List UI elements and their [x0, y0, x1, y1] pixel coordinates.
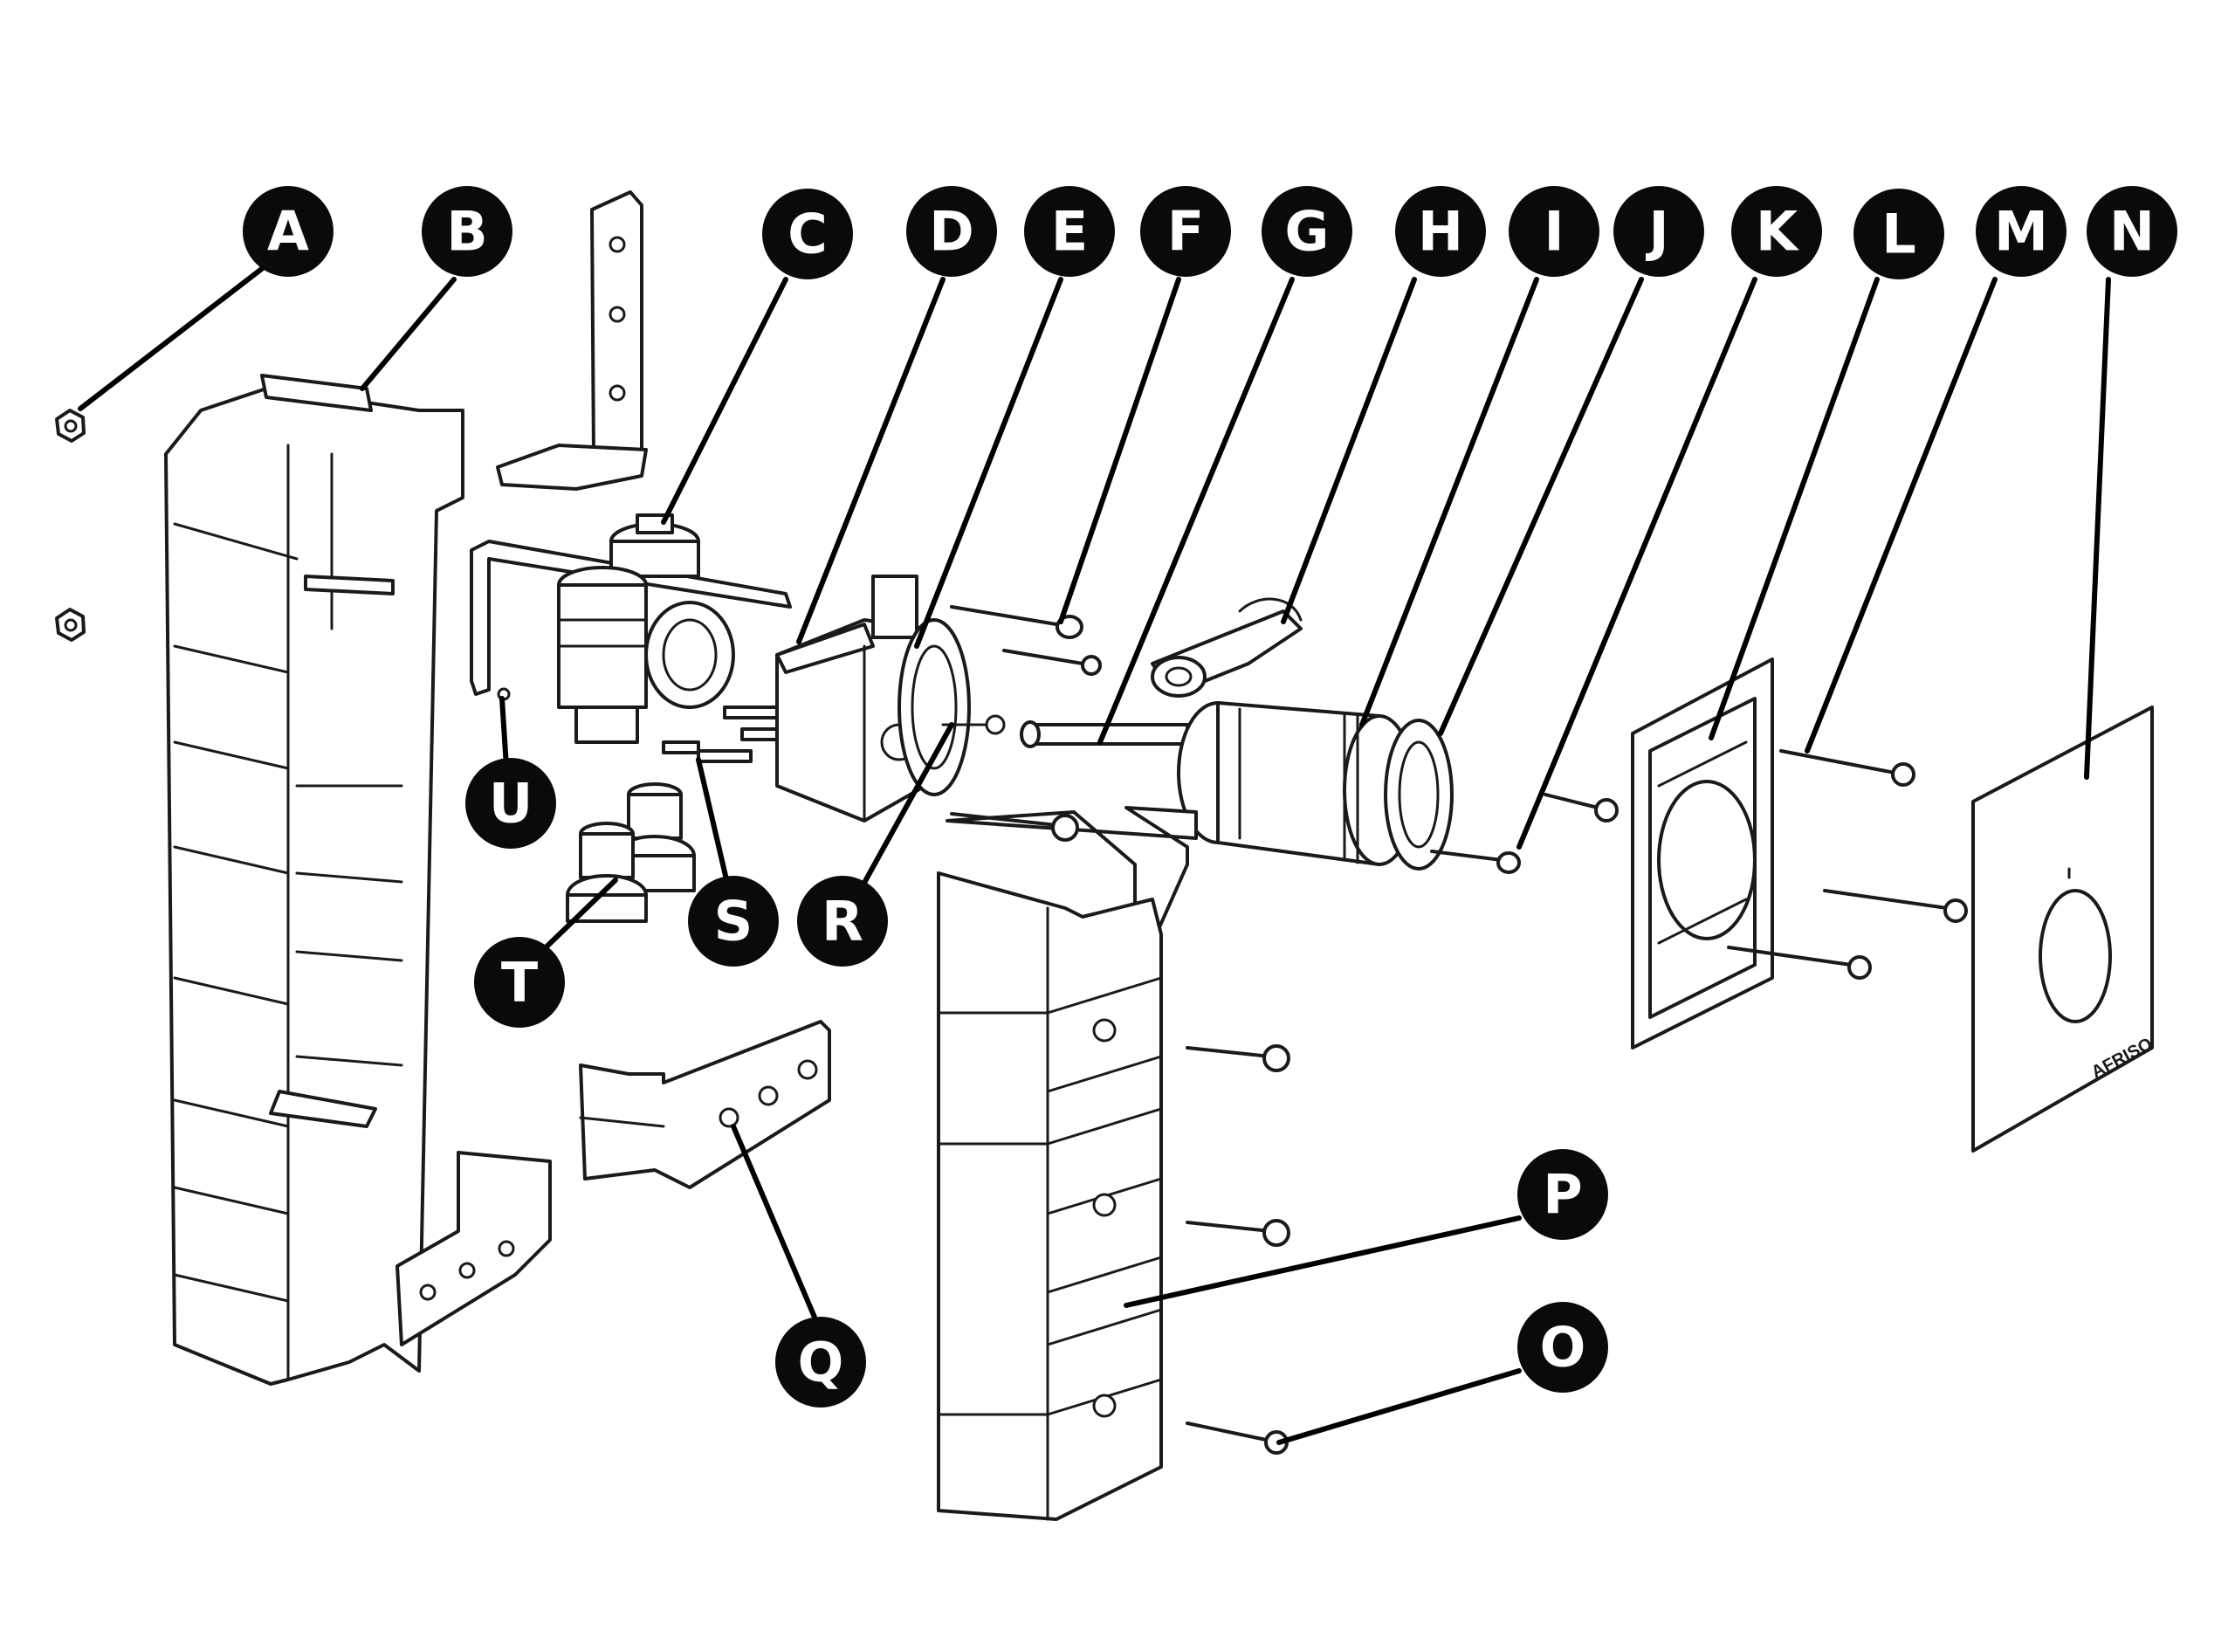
callout-r-label: R [822, 890, 863, 953]
part-m-screws [1727, 749, 1968, 980]
callout-l-label: L [1881, 203, 1916, 266]
callout-k-label: K [1756, 200, 1799, 264]
part-n-cover-plate: AFRISO [1971, 706, 2156, 1153]
callout-o-label: O [1540, 1316, 1586, 1380]
callout-f: F [1140, 186, 1231, 277]
part-a-nuts [55, 409, 86, 642]
callout-e: E [1024, 186, 1115, 277]
part-i-ring [1384, 719, 1454, 871]
part-l-frame-plate [1631, 657, 1774, 1050]
callout-j: J [1613, 186, 1704, 277]
callout-j-label: J [1645, 200, 1668, 264]
part-s-clips [662, 706, 787, 763]
callout-e-label: E [1051, 200, 1088, 264]
part-o-screw [1186, 1421, 1289, 1455]
callout-n: N [2087, 186, 2177, 277]
callout-n-label: N [2109, 200, 2155, 264]
callout-f-label: F [1167, 200, 1204, 264]
part-d-housing [775, 575, 927, 823]
callout-t: T [474, 937, 565, 1028]
callout-c-label: C [787, 203, 828, 266]
part-t-fittings [566, 782, 696, 923]
part-j-screw [1430, 850, 1521, 874]
callout-s-label: S [714, 890, 753, 953]
part-c-valve-body [557, 513, 735, 744]
callout-u-label: U [489, 772, 533, 836]
part-block-screws [1186, 1044, 1290, 1247]
callout-g-label: G [1285, 200, 1330, 264]
part-g-clamp [1151, 597, 1303, 698]
callout-h: H [1395, 186, 1486, 277]
callout-m-label: M [1994, 200, 2048, 264]
callout-l: L [1853, 189, 1944, 279]
callout-s: S [688, 876, 779, 967]
part-bottom-bracket [395, 1151, 552, 1346]
callout-h-label: H [1418, 200, 1463, 264]
part-q-bracket [579, 1020, 831, 1189]
callout-i-label: I [1544, 200, 1564, 264]
callout-q: Q [775, 1317, 866, 1408]
callout-o: O [1517, 1302, 1608, 1393]
callout-d: D [906, 186, 997, 277]
part-b-mounting-frame [164, 374, 464, 1386]
callout-r: R [797, 876, 888, 967]
part-vertical-bracket [496, 190, 648, 491]
callout-k: K [1731, 186, 1822, 277]
callout-b-label: B [446, 200, 487, 264]
part-h-cylinder [1177, 701, 1416, 866]
part-r-ring [897, 618, 1006, 796]
callout-c: C [762, 189, 853, 279]
leader-lines [78, 259, 2111, 1445]
part-e-screws [950, 605, 1102, 676]
callout-t-label: T [501, 951, 538, 1015]
callout-a-label: A [267, 200, 309, 264]
callout-u: U [465, 758, 556, 849]
callout-p-label: P [1543, 1163, 1582, 1227]
part-k-screw [1544, 793, 1619, 823]
callout-d-label: D [929, 200, 973, 264]
callout-a: A [243, 186, 334, 277]
callout-q-label: Q [798, 1331, 844, 1394]
callout-m: M [1976, 186, 2067, 277]
callout-i: I [1509, 186, 1599, 277]
part-p-block [937, 806, 1198, 1521]
callout-g: G [1262, 186, 1352, 277]
callout-b: B [422, 186, 512, 277]
callout-p: P [1517, 1149, 1608, 1240]
